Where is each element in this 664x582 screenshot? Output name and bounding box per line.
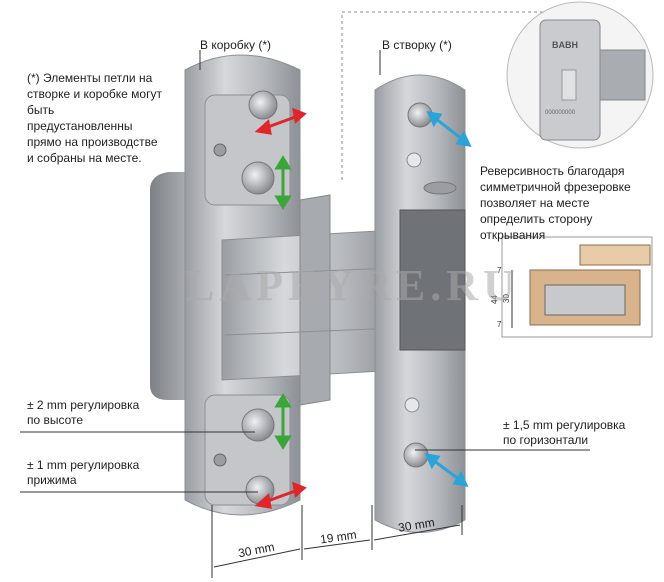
sash-slot <box>423 181 457 195</box>
preinstalled-note: (*) Элементы петли на створке и коробке … <box>27 71 162 165</box>
screw-top-1 <box>248 90 278 120</box>
green-arrow-top <box>274 155 292 210</box>
height-adjust-line2: по высоте <box>27 413 84 427</box>
height-adjust-line1: ± 2 mm регулировка <box>27 398 140 412</box>
blue-arrow-top <box>426 111 472 147</box>
dim-line-right <box>373 524 461 541</box>
detail-slot <box>561 69 577 101</box>
wood-frame-top <box>579 244 651 266</box>
horiz-adjust-line1: ± 1,5 mm регулировка <box>503 418 626 432</box>
sash-label-mark: (*) <box>439 38 452 52</box>
horiz-adjust-line2: по горизонтали <box>503 433 589 447</box>
hinge-section <box>544 284 626 316</box>
pin-bottom <box>213 453 227 467</box>
sash-label: В створку (*) <box>382 38 452 52</box>
frame-label-mark: (*) <box>258 38 272 52</box>
detail-hinge-edge <box>599 49 646 101</box>
callout-dashed-line <box>341 11 560 180</box>
sash-hole-1 <box>406 152 422 168</box>
press-adjust-line2: прижима <box>27 473 77 487</box>
green-arrow-bottom <box>274 393 292 450</box>
sash-pocket <box>399 209 466 351</box>
press-adjust-line1: ± 1 mm регулировка <box>27 458 140 472</box>
sash-screw-bottom <box>403 442 429 468</box>
red-arrow-bottom <box>254 481 307 509</box>
frame-label: В коробку (*) <box>200 38 272 52</box>
screw-top-2 <box>241 161 275 195</box>
dim-line-middle <box>303 539 371 550</box>
blue-arrow-bottom <box>424 453 469 487</box>
watermark: LAPEYRE.RU <box>185 261 520 310</box>
reversible-note: Реверсивность благодаря симметричной фре… <box>480 164 631 242</box>
section-dim-top: 7 <box>497 266 502 275</box>
screw-bottom-1 <box>241 408 275 442</box>
red-arrow-top <box>254 107 307 135</box>
dim-line-left <box>213 548 301 568</box>
plate-code: 000000000 <box>545 110 576 116</box>
hinge-arm <box>299 194 331 406</box>
section-dim-bottom: 7 <box>497 320 502 329</box>
plate-brand: BABH <box>552 40 578 50</box>
pin-top <box>213 143 227 157</box>
sash-hole-2 <box>404 397 420 413</box>
